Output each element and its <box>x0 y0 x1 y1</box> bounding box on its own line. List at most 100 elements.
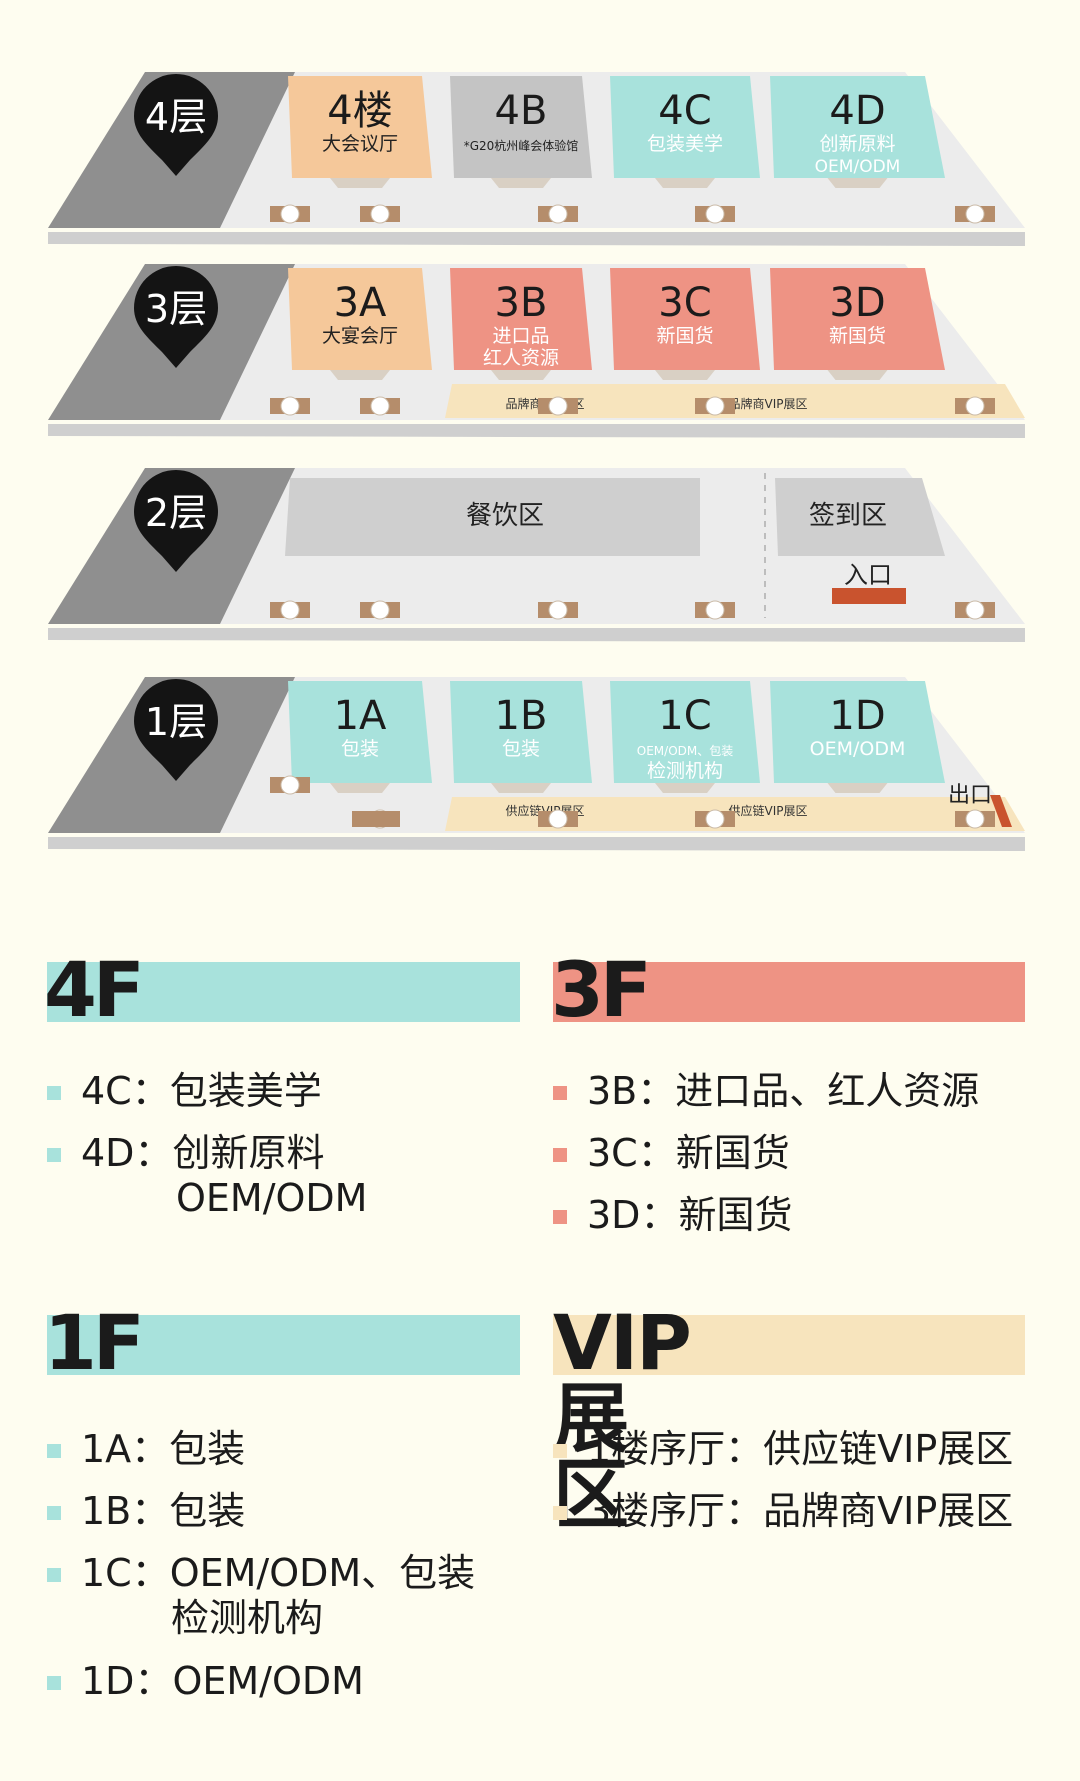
hall-block <box>610 76 760 178</box>
hall-name: 大会议厅 <box>322 133 398 155</box>
bullet-square <box>553 1210 567 1224</box>
hall-block <box>288 76 432 178</box>
exit-label: 出口 <box>948 783 992 808</box>
hall-name: 大宴会厅 <box>322 324 398 347</box>
hall-block <box>610 268 760 370</box>
elevator-icon-dot <box>370 600 390 620</box>
hall-entrance <box>491 783 551 793</box>
hall-code: 4C <box>658 88 711 134</box>
hall-code: 4D <box>829 88 885 134</box>
legend-item: 1A：包装 <box>47 1418 527 1480</box>
checkin-area-label: 签到区 <box>809 501 887 531</box>
legend-item: 3B：进口品、红人资源 <box>553 1060 1033 1122</box>
elevator-icon-dot <box>280 775 300 795</box>
hall-entrance <box>827 370 888 380</box>
hall-name-2: 红人资源 <box>483 347 559 369</box>
exit-marker <box>990 795 1012 827</box>
entrance-marker <box>832 588 906 604</box>
bullet-square <box>553 1086 567 1100</box>
elevator-icon <box>352 811 392 827</box>
hall-name: OEM/ODM、包装 <box>637 744 733 758</box>
hall-entrance <box>655 783 715 793</box>
hall-name: 新国货 <box>829 325 886 347</box>
elevator-icon-dot <box>370 204 390 224</box>
hall-code: 1D <box>829 693 885 739</box>
hall-entrance <box>655 178 715 188</box>
hall-block <box>450 681 592 783</box>
hall-entrance <box>655 370 715 380</box>
floor-slab-edge <box>48 232 1025 246</box>
legend-1f-list: 1A：包装 1B：包装 1C：OEM/ODM、包装检测机构 1D：OEM/ODM <box>47 1418 527 1712</box>
floor-slab-edge <box>48 628 1025 642</box>
bullet-square <box>553 1506 567 1520</box>
hall-name-2: 检测机构 <box>647 760 723 782</box>
vip-strip-label: 品牌商VIP展区 <box>729 396 808 411</box>
hall-name: OEM/ODM <box>810 738 906 760</box>
hall-entrance <box>491 178 551 188</box>
hall-entrance <box>330 178 390 188</box>
hall-code: 1C <box>658 693 711 739</box>
elevator-icon-dot <box>548 204 568 224</box>
legend-1f-title: 1F <box>44 1298 145 1387</box>
vip-strip-label: 供应链VIP展区 <box>729 803 808 818</box>
checkin-area <box>775 478 945 556</box>
elevator-icon-dot <box>280 204 300 224</box>
hall-name: 新国货 <box>656 325 713 347</box>
elevator-icon-dot <box>280 396 300 416</box>
hall-block <box>288 681 432 783</box>
hall-name: 包装 <box>502 738 540 760</box>
bullet-square <box>47 1676 61 1690</box>
floor-3: 品牌商VIP展区品牌商VIP展区3A大宴会厅3B进口品红人资源3C新国货3D新国… <box>48 264 1025 438</box>
floor-slab-edge <box>48 837 1025 851</box>
floor-pin-label: 1层 <box>145 700 207 744</box>
elevator-icon-dot <box>705 600 725 620</box>
hall-entrance <box>827 783 888 793</box>
floor-2: 餐饮区签到区入口2层 <box>48 468 1025 642</box>
location-pin-icon <box>134 679 218 781</box>
floor-pin-label: 2层 <box>145 491 207 535</box>
dining-area-label: 餐饮区 <box>466 501 544 531</box>
elevator-icon-dot <box>705 809 725 829</box>
floor-pin-label: 3层 <box>145 287 207 331</box>
hall-code: 1B <box>495 693 548 739</box>
legend-item: 1C：OEM/ODM、包装检测机构 <box>47 1542 527 1640</box>
hall-block <box>288 268 432 370</box>
elevator-icon-dot <box>370 396 390 416</box>
hall-code: 3C <box>658 280 711 326</box>
legend-item: 1楼序厅：供应链VIP展区 <box>553 1418 1053 1480</box>
hall-block <box>610 681 760 783</box>
hall-block <box>450 268 592 370</box>
bullet-square <box>47 1086 61 1100</box>
legend-item: 3D：新国货 <box>553 1184 1033 1246</box>
hall-name: 创新原料 <box>819 133 895 155</box>
hall-block <box>450 76 592 178</box>
location-pin-icon <box>134 266 218 368</box>
hall-name: *G20杭州峰会体验馆 <box>464 138 579 153</box>
legend-item: 3C：新国货 <box>553 1122 1033 1184</box>
hall-code: 3D <box>829 280 885 326</box>
elevator-icon-dot <box>548 396 568 416</box>
hall-entrance <box>330 783 390 793</box>
floor-plan-map: 4楼大会议厅4B*G20杭州峰会体验馆4C包装美学4D创新原料OEM/ODM4层… <box>48 72 1025 851</box>
legend-vip-title: VIP展区 <box>553 1298 692 1539</box>
hall-entrance <box>330 370 390 380</box>
hall-entrance <box>491 370 551 380</box>
legend-4f-title: 4F <box>44 945 145 1034</box>
hall-name-2: OEM/ODM <box>815 157 901 177</box>
hall-name: 进口品 <box>492 325 549 347</box>
elevator-icon-dot <box>280 600 300 620</box>
legend-item: 4C：包装美学 <box>47 1060 507 1122</box>
hall-code: 1A <box>334 693 387 739</box>
legend-item: 3楼序厅：品牌商VIP展区 <box>553 1480 1053 1542</box>
legend-vip-bar <box>553 1315 1025 1375</box>
legend-vip-list: 1楼序厅：供应链VIP展区 3楼序厅：品牌商VIP展区 <box>553 1418 1053 1542</box>
hall-block <box>770 76 945 178</box>
location-pin-icon <box>134 74 218 176</box>
elevator-icon-dot <box>548 600 568 620</box>
hall-code: 4B <box>495 88 548 134</box>
hall-code: 3A <box>334 280 387 326</box>
bullet-square <box>47 1506 61 1520</box>
elevator-icon-dot <box>548 809 568 829</box>
floor-1: 供应链VIP展区供应链VIP展区1A包装1B包装1COEM/ODM、包装检测机构… <box>48 677 1025 851</box>
